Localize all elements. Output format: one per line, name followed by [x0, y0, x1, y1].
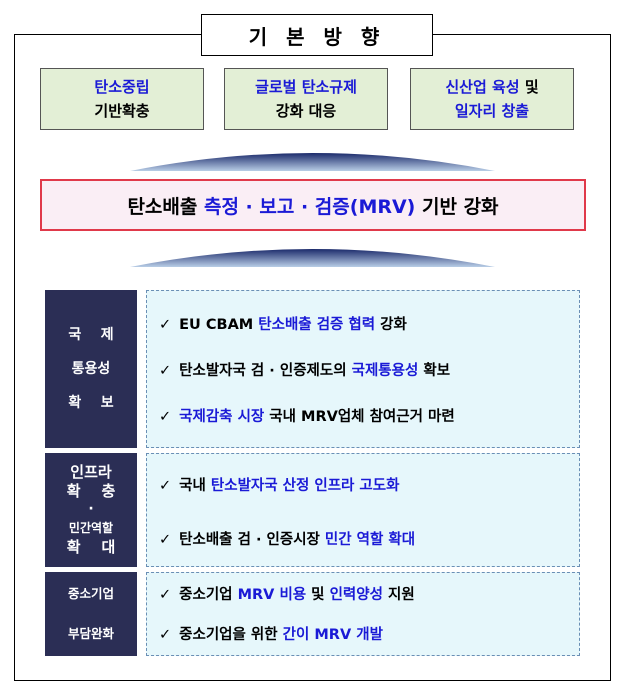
- check-icon: ✓: [159, 627, 172, 643]
- goal-1-line1: 탄소중립: [94, 78, 150, 96]
- section-label-sme: 중소기업 부담완화: [45, 572, 137, 656]
- mrv-foundation-box: 탄소배출 측정 · 보고 · 검증(MRV) 기반 강화: [40, 179, 586, 231]
- section-label-line: 민간역할: [68, 521, 114, 535]
- goal-3-line1-a: 신산업 육성: [445, 78, 520, 96]
- goal-box-carbon-neutral: 탄소중립 기반확충: [40, 68, 204, 130]
- list-item: ✓국내 탄소발자국 산정 인프라 고도화: [159, 478, 400, 494]
- section-label-line: ·: [88, 501, 94, 517]
- goal-3-line1-b: 및: [524, 78, 539, 96]
- up-arrow-icon: [130, 249, 495, 267]
- check-icon: ✓: [159, 363, 172, 379]
- section-label-line: 확 대: [66, 538, 116, 556]
- section-label-line: 국 제: [68, 327, 114, 343]
- goal-3-line2: 일자리 창출: [454, 102, 530, 120]
- section-label-infrastructure: 인프라 확 충 · 민간역할 확 대: [45, 453, 137, 567]
- list-item: ✓중소기업을 위한 간이 MRV 개발: [159, 627, 383, 643]
- section-label-line: 확 보: [68, 395, 114, 411]
- goal-box-global-regulation: 글로벌 탄소규제 강화 대응: [224, 68, 388, 130]
- section-items-sme: ✓중소기업 MRV 비용 및 인력양성 지원 ✓중소기업을 위한 간이 MRV …: [146, 572, 580, 656]
- center-text-c: 기반 강화: [422, 195, 499, 218]
- goal-2-line2: 강화 대응: [275, 102, 337, 120]
- section-label-international: 국 제 통용성 확 보: [45, 290, 137, 448]
- check-icon: ✓: [159, 317, 172, 333]
- check-icon: ✓: [159, 587, 172, 603]
- section-items-international: ✓EU CBAM 탄소배출 검증 협력 강화 ✓탄소발자국 검 · 인증제도의 …: [146, 290, 580, 448]
- section-items-infrastructure: ✓국내 탄소발자국 산정 인프라 고도화 ✓탄소배출 검 · 인증시장 민간 역…: [146, 453, 580, 567]
- section-label-line: 통용성: [71, 361, 111, 377]
- up-arrow-icon: [130, 153, 495, 171]
- check-icon: ✓: [159, 409, 172, 425]
- section-label-line: 확 충: [66, 482, 116, 500]
- list-item: ✓탄소배출 검 · 인증시장 민간 역할 확대: [159, 532, 416, 548]
- section-title: 기 본 방 향: [201, 14, 433, 56]
- goal-box-new-industry: 신산업 육성 및 일자리 창출: [410, 68, 574, 130]
- check-icon: ✓: [159, 532, 172, 548]
- goal-1-line2: 기반확충: [94, 102, 150, 120]
- list-item: ✓EU CBAM 탄소배출 검증 협력 강화: [159, 317, 407, 333]
- section-label-line: 인프라: [70, 463, 112, 481]
- list-item: ✓중소기업 MRV 비용 및 인력양성 지원: [159, 587, 415, 603]
- list-item: ✓탄소발자국 검 · 인증제도의 국제통용성 확보: [159, 363, 451, 379]
- goal-2-line1: 글로벌 탄소규제: [255, 78, 357, 96]
- list-item: ✓국제감축 시장 국내 MRV업체 참여근거 마련: [159, 409, 455, 425]
- center-text-b: 측정 · 보고 · 검증(MRV): [203, 195, 416, 218]
- center-text-a: 탄소배출: [127, 195, 198, 218]
- section-label-line: 부담완화: [67, 626, 114, 641]
- section-label-line: 중소기업: [67, 586, 114, 601]
- goal-3-line1: 신산업 육성 및: [445, 75, 538, 99]
- check-icon: ✓: [159, 478, 172, 494]
